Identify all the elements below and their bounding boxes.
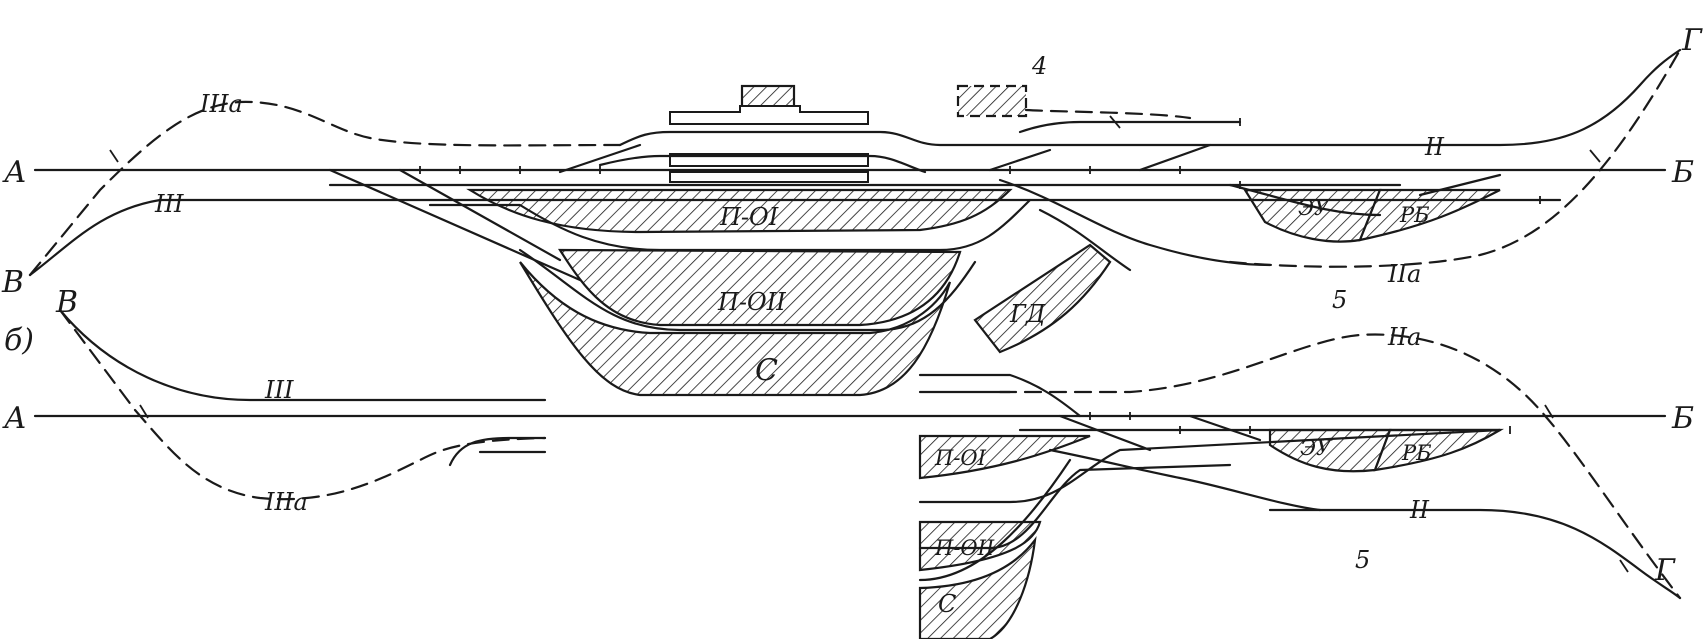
top-scheme: А Б В Г 4 5 IIIа III II IIа П-ОI П-ОII С… (1, 23, 1703, 397)
track-s-bottom (918, 458, 1072, 582)
zone-po2-top (558, 248, 962, 327)
bottom-scheme: В б) А Б Г 5 III IIIа IIа II П-ОI П-ОII … (2, 285, 1694, 639)
label-ii-top: II (1424, 133, 1444, 161)
zone-s-bottom (918, 536, 1037, 639)
platform-second (669, 171, 869, 183)
label-num5-top: 5 (1332, 286, 1347, 314)
label-iia-top: IIа (1387, 260, 1421, 288)
label-po1-top: П-ОI (719, 203, 779, 231)
label-a-bottom: А (2, 401, 27, 436)
bypass-iiia-bottom (58, 308, 547, 501)
label-zu-top: ЭУ (1298, 196, 1331, 220)
track-po1-bottom (918, 428, 1502, 504)
depot-4 (956, 84, 1028, 118)
station-track-3 (518, 248, 977, 332)
label-iiia-bottom: IIIа (264, 488, 308, 516)
track-iii-top (28, 198, 1562, 277)
diagonal-crossover-4 (988, 148, 1052, 172)
diagonal-crossover-6 (1418, 173, 1502, 197)
zone-rb-top (1358, 188, 1501, 242)
label-zu-bottom: ЭУ (1300, 436, 1333, 460)
label-s-top: С (755, 353, 778, 388)
turnout-ticks-bottom (139, 404, 1629, 573)
zone-rb-bottom (1373, 428, 1504, 472)
diagonal-crossover-2 (398, 168, 562, 262)
label-v-left: В (1, 265, 24, 300)
label-iii-bottom: III (264, 376, 294, 404)
label-ii-bottom: II (1409, 496, 1429, 524)
track-iii-bottom (58, 308, 547, 402)
siding-gd (1038, 208, 1132, 272)
label-gd: ГД (1009, 300, 1046, 328)
label-b-top-right: Б (1671, 155, 1694, 190)
label-po2-bottom: П-ОII (934, 536, 995, 560)
diagonal-bottom-1 (1058, 414, 1152, 452)
label-v-mid: В (55, 285, 78, 320)
diagonal-crossover-1 (328, 168, 582, 282)
label-rb-top: РБ (1399, 203, 1430, 227)
label-b-variant: б) (4, 323, 34, 358)
track-upper-siding (1018, 120, 1242, 134)
label-po1-bottom: П-ОI (934, 446, 987, 470)
label-num5-bottom: 5 (1355, 546, 1370, 574)
bypass-iiia-top (28, 100, 622, 277)
diagonal-bottom-2 (1188, 414, 1262, 442)
track-stub-bottom-1 (448, 436, 547, 467)
label-po2-top: П-ОII (717, 288, 786, 316)
track-ii-top (618, 48, 1682, 147)
zone-po1-bottom (918, 434, 1091, 480)
label-iiia-top: IIIа (199, 90, 243, 118)
diagonal-crossover-5 (1138, 143, 1212, 172)
label-iii-top: III (154, 190, 184, 218)
label-iia-bottom: IIа (1387, 323, 1421, 351)
turnout-ticks-top (109, 115, 1601, 204)
diagonal-crossover-3 (558, 143, 642, 174)
label-rb-bottom: РБ (1401, 441, 1432, 465)
label-g-top: Г (1681, 23, 1703, 58)
bypass-iia-top (1228, 48, 1682, 268)
zone-s-top (519, 261, 952, 397)
track-ii-bottom (1268, 508, 1682, 600)
station-building (740, 84, 796, 110)
label-s-bottom: С (938, 590, 956, 618)
zone-gd (973, 243, 1112, 354)
bypass-4-link (1024, 108, 1192, 120)
label-num4: 4 (1031, 52, 1047, 80)
crossover-right (1228, 183, 1382, 217)
station-track-2 (428, 198, 1032, 252)
station-track-bottom-2 (1048, 448, 1322, 512)
label-a-top: А (2, 155, 27, 190)
track-upper-bottom (918, 373, 1082, 418)
label-g-bottom: Г (1654, 553, 1676, 588)
platform-main (669, 105, 869, 125)
siding-right (998, 178, 1272, 267)
station-track-4 (598, 154, 927, 174)
label-b-bottom-right: Б (1671, 401, 1694, 436)
